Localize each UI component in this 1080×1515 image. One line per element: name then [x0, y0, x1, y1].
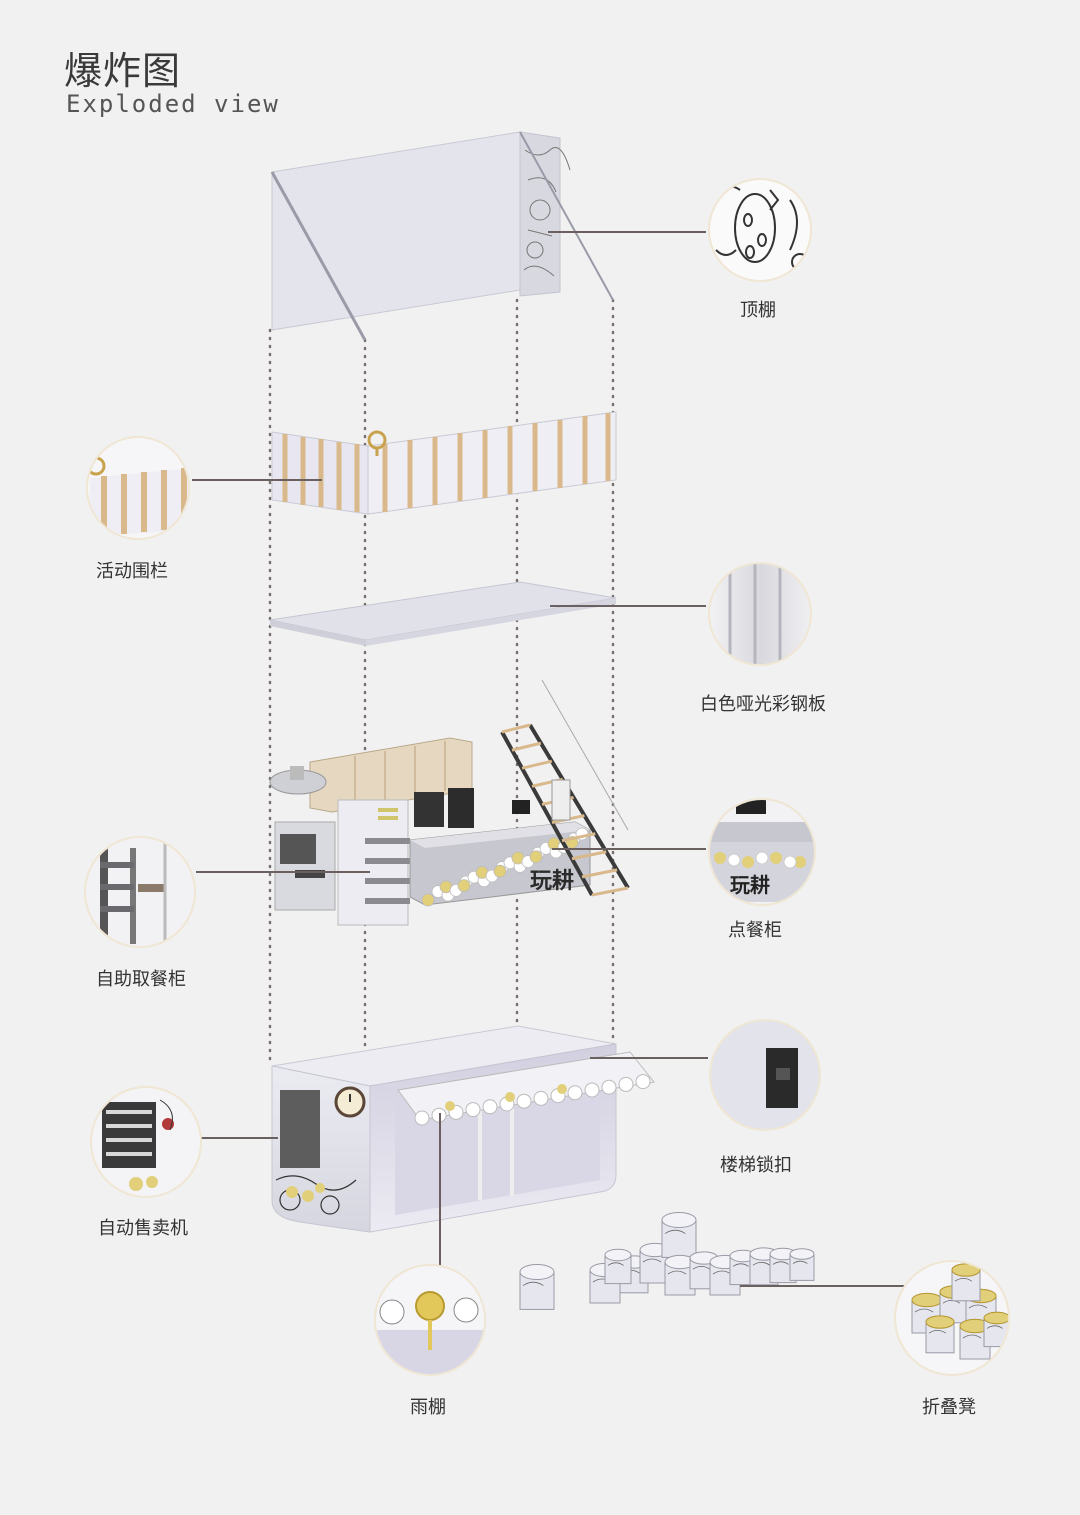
label-fence: 活动围栏: [96, 561, 168, 582]
callout-stool: [894, 1260, 1010, 1376]
counter-sign: 玩耕: [530, 868, 574, 894]
label-stool: 折叠凳: [922, 1397, 976, 1418]
awning-icon: [376, 1291, 484, 1374]
label-lock: 楼梯锁扣: [720, 1155, 792, 1176]
page-title: 爆炸图: [64, 49, 182, 93]
fence-panel: [271, 411, 617, 515]
callout-roof: [708, 178, 812, 282]
leader-lines: [192, 231, 904, 1287]
callout-counter: 玩耕: [708, 798, 816, 906]
callout-vending: [90, 1086, 202, 1198]
container-base: [271, 1025, 655, 1233]
counter-sign-zoom: 玩耕: [730, 873, 770, 897]
label-counter: 点餐柜: [728, 920, 782, 941]
label-steel: 白色哑光彩钢板: [700, 694, 826, 715]
page-subtitle: Exploded view: [66, 90, 280, 118]
label-awning: 雨棚: [410, 1397, 446, 1418]
lock-buckle-icon: [766, 1048, 798, 1108]
buffet-shelf-icon: [100, 840, 167, 946]
stools-cluster: [519, 1212, 815, 1310]
alignment-guides: [268, 298, 615, 1067]
callout-steel: [708, 562, 812, 666]
roof-panel: [270, 131, 614, 341]
steel-panel-icon: [728, 564, 782, 664]
callout-awning: [374, 1264, 486, 1376]
callout-buffet: [84, 836, 196, 948]
callout-lock: [709, 1019, 821, 1131]
vending-machine-icon: [102, 1099, 174, 1191]
label-roof: 顶棚: [740, 300, 776, 321]
label-vending: 自动售卖机: [98, 1218, 188, 1239]
label-buffet: 自助取餐柜: [96, 969, 186, 990]
callout-fence: [86, 436, 190, 540]
steel-plate: [269, 581, 617, 646]
kitchen-module: 玩耕: [269, 679, 630, 926]
folding-stool-icon: [911, 1263, 1008, 1360]
